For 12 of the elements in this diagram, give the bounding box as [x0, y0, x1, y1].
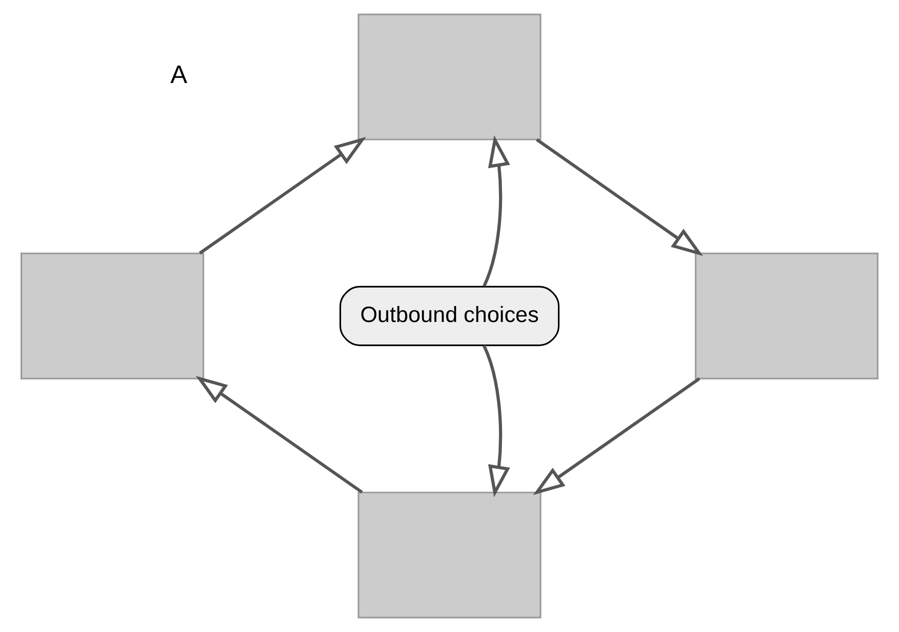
node-box: [358, 492, 542, 618]
node-box: [694, 252, 878, 380]
label: A: [170, 61, 188, 89]
arrow: [536, 138, 704, 256]
arrow: [196, 376, 363, 494]
node-box: [20, 252, 204, 380]
arrow: [482, 135, 510, 287]
arrow: [482, 344, 510, 498]
arrow: [198, 136, 366, 255]
node-box: [358, 14, 542, 140]
node-box: Outbound choices: [339, 286, 560, 346]
arrow: [533, 377, 700, 495]
